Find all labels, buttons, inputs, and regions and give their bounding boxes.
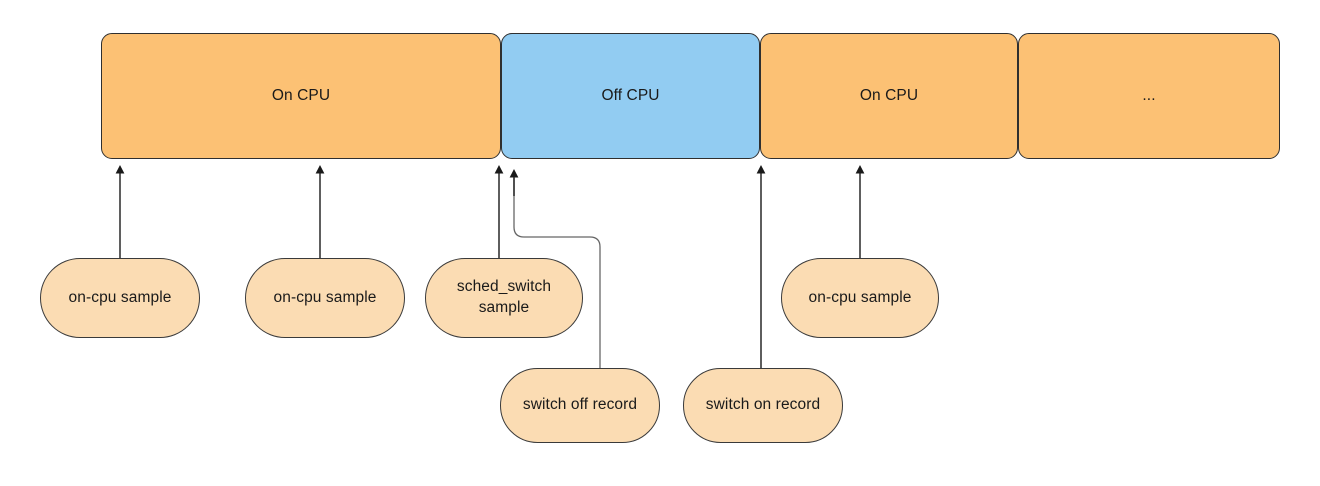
sample-pill-sched-switch-sample[interactable]: sched_switch sample — [425, 258, 583, 338]
sample-pill-label: switch off record — [522, 396, 638, 414]
sample-pill-label: on-cpu sample — [808, 288, 912, 306]
sample-pill-switch-on-record[interactable]: switch on record — [683, 368, 843, 443]
timeline-block-label: On CPU — [859, 87, 919, 105]
sample-pill-on-cpu-sample-2[interactable]: on-cpu sample — [245, 258, 405, 338]
timeline-block-ellipsis[interactable]: ... — [1018, 33, 1280, 159]
sample-pill-switch-off-record[interactable]: switch off record — [500, 368, 660, 443]
sample-pill-label: on-cpu sample — [273, 288, 377, 306]
timeline-block-label: Off CPU — [601, 87, 660, 105]
sample-pill-on-cpu-sample-3[interactable]: on-cpu sample — [781, 258, 939, 338]
timeline-block-off-cpu-1[interactable]: Off CPU — [501, 33, 760, 159]
timeline-block-label: ... — [1142, 87, 1156, 105]
timeline-block-on-cpu-2[interactable]: On CPU — [760, 33, 1018, 159]
sample-pill-label: on-cpu sample — [68, 288, 172, 306]
sample-pill-label: sched_switch sample — [456, 278, 552, 316]
sample-pill-label: switch on record — [705, 396, 821, 414]
timeline-block-on-cpu-1[interactable]: On CPU — [101, 33, 501, 159]
timeline-block-label: On CPU — [271, 87, 331, 105]
sample-pill-on-cpu-sample-1[interactable]: on-cpu sample — [40, 258, 200, 338]
